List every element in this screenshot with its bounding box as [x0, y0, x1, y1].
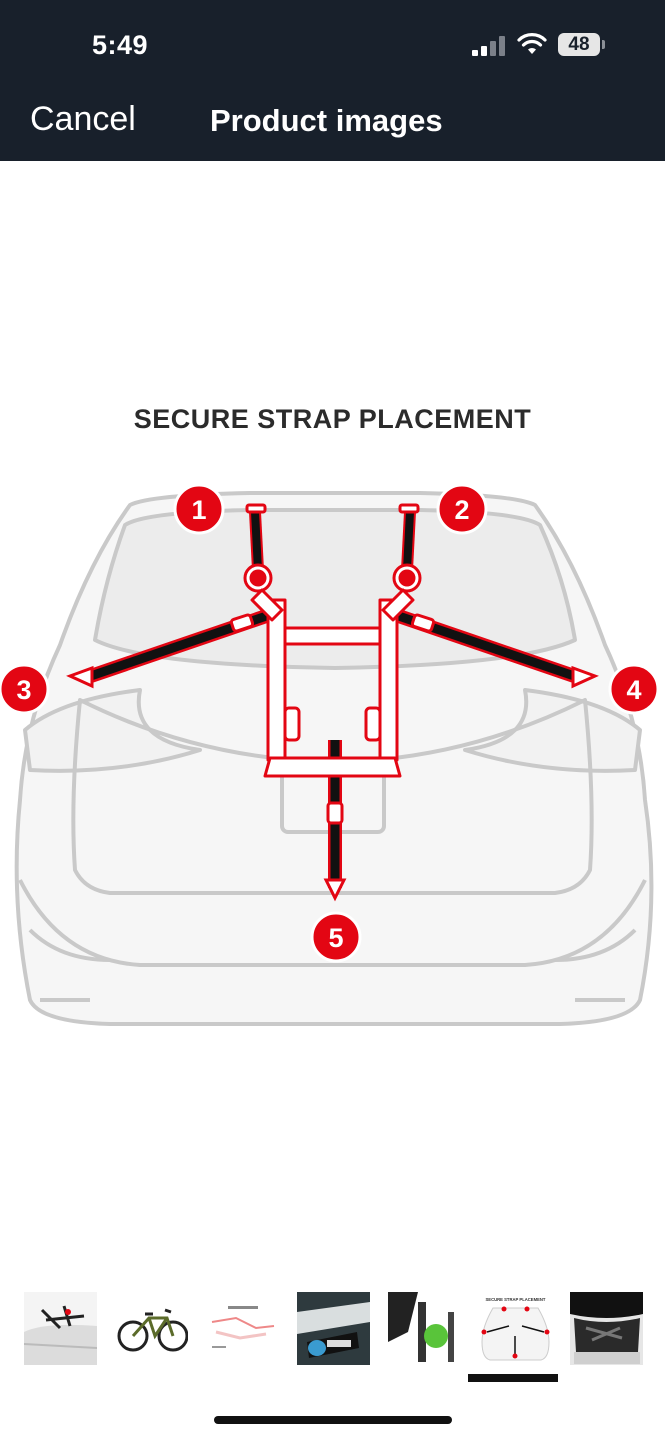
thumb-secure-strap-placement[interactable]: SECURE STRAP PLACEMENT — [479, 1292, 552, 1365]
marker-3-label: 3 — [16, 675, 31, 705]
thumb-trunk-view[interactable] — [570, 1292, 643, 1365]
marker-5: 5 — [310, 911, 362, 963]
thumbnail-strip: SECURE STRAP PLACEMENT — [24, 1292, 644, 1367]
battery-nub — [602, 40, 605, 49]
marker-1: 1 — [173, 483, 225, 535]
image-heading: SECURE STRAP PLACEMENT — [133, 404, 532, 434]
main-product-image[interactable]: SECURE STRAP PLACEMENT — [0, 161, 665, 1261]
strap-markers: 1 2 3 4 5 — [0, 483, 660, 963]
selected-thumb-indicator — [468, 1374, 558, 1382]
battery-level: 48 — [568, 34, 590, 55]
page-title: Product images — [210, 103, 443, 138]
thumb-heading: SECURE STRAP PLACEMENT — [486, 1297, 546, 1302]
marker-3: 3 — [0, 663, 50, 715]
marker-1-label: 1 — [191, 495, 206, 525]
thumb-rack-diagram[interactable] — [206, 1292, 279, 1365]
car-strap-illustration: 1 2 3 4 5 — [0, 483, 660, 1026]
cancel-button[interactable]: Cancel — [30, 100, 136, 138]
marker-2-label: 2 — [454, 495, 469, 525]
signal-icon — [472, 36, 506, 56]
status-time: 5:49 — [92, 30, 149, 60]
marker-5-label: 5 — [328, 923, 343, 953]
marker-2: 2 — [436, 483, 488, 535]
home-indicator — [214, 1416, 452, 1424]
marker-4-label: 4 — [626, 675, 641, 705]
wifi-icon — [517, 33, 547, 54]
thumb-hook-closeup[interactable] — [388, 1292, 461, 1365]
battery-icon: 48 — [558, 33, 600, 56]
thumb-bike-on-rack[interactable] — [115, 1292, 188, 1365]
thumb-allen-strap-closeup[interactable] — [297, 1292, 370, 1365]
thumb-rack-on-car[interactable] — [24, 1292, 97, 1365]
top-bar: 5:49 48 Cancel Product images — [0, 0, 665, 161]
marker-4: 4 — [608, 663, 660, 715]
